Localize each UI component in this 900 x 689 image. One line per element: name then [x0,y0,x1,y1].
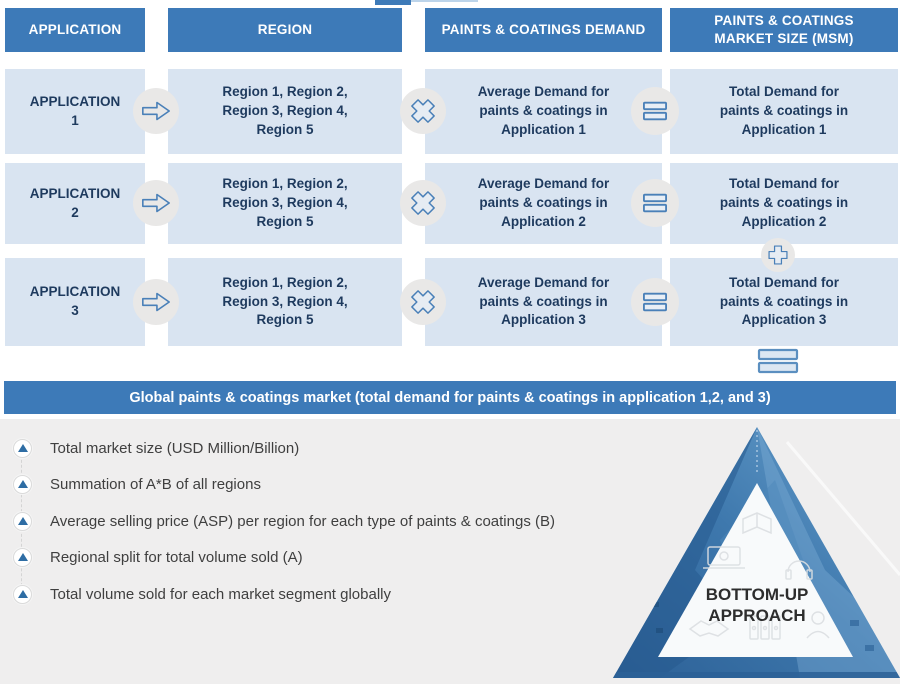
cell-demand-3: Average Demand for paints & coatings in … [425,258,662,346]
list-item: Average selling price (ASP) per region f… [13,511,555,531]
equals-icon [631,278,679,326]
equals-icon [756,347,800,380]
equals-icon [631,179,679,227]
key-point-text: Summation of A*B of all regions [50,475,261,493]
arrow-right-icon [133,88,179,134]
book-icon [742,512,772,535]
person-icon [806,611,830,639]
bottom-up-pyramid: BOTTOM-UP APPROACH [600,420,900,684]
key-point-text: Average selling price (ASP) per region f… [50,512,555,530]
triangle-bullet-icon [13,584,32,604]
equals-icon [631,87,679,135]
triangle-bullet-icon [13,547,32,567]
triangle-bullet-icon [13,438,32,458]
column-header-application: APPLICATION [5,8,145,52]
triangle-bullet-icon [13,511,32,531]
top-cropped-bar [375,0,411,5]
key-point-text: Regional split for total volume sold (A) [50,548,303,566]
triangle-bullet-icon [13,474,32,494]
arrow-right-icon [133,279,179,325]
multiply-icon [400,180,446,226]
key-point-text: Total volume sold for each market segmen… [50,585,392,603]
cell-demand-2: Average Demand for paints & coatings in … [425,163,662,244]
column-header-region: REGION [168,8,402,52]
top-cropped-line [411,0,478,2]
list-item: Regional split for total volume sold (A) [13,547,303,567]
cell-market-size-3: Total Demand for paints & coatings in Ap… [670,258,898,346]
cell-application-1: APPLICATION 1 [5,69,145,154]
cell-regions-2: Region 1, Region 2, Region 3, Region 4, … [168,163,402,244]
multiply-icon [400,88,446,134]
diagonal-streak [785,441,900,576]
laptop-icon [703,546,745,569]
multiply-icon [400,279,446,325]
cell-regions-3: Region 1, Region 2, Region 3, Region 4, … [168,258,402,346]
global-market-banner: Global paints & coatings market (total d… [4,381,896,414]
pyramid-label-line1: BOTTOM-UP [706,585,809,604]
list-item: Total volume sold for each market segmen… [13,584,392,604]
list-item: Summation of A*B of all regions [13,474,261,494]
column-header-demand: PAINTS & COATINGS DEMAND [425,8,662,52]
plus-icon [761,238,795,272]
cell-market-size-2: Total Demand for paints & coatings in Ap… [670,163,898,244]
cell-market-size-1: Total Demand for paints & coatings in Ap… [670,69,898,154]
cell-application-2: APPLICATION 2 [5,163,145,244]
key-point-text: Total market size (USD Million/Billion) [50,439,300,457]
list-item: Total market size (USD Million/Billion) [13,438,300,458]
binders-icon [749,615,781,640]
headphones-icon [785,560,813,580]
arrow-right-icon [133,180,179,226]
cell-application-3: APPLICATION 3 [5,258,145,346]
cell-demand-1: Average Demand for paints & coatings in … [425,69,662,154]
handshake-icon [688,620,730,637]
inner-triangle [658,483,853,657]
cell-regions-1: Region 1, Region 2, Region 3, Region 4, … [168,69,402,154]
column-header-market-size: PAINTS & COATINGS MARKET SIZE (MSM) [670,8,898,52]
pyramid-label-line2: APPROACH [708,606,805,625]
